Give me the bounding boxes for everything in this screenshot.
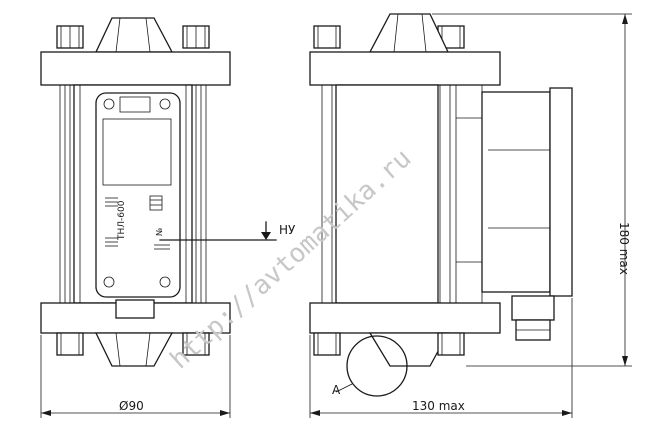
top-flange (40, 51, 231, 86)
level-mark (159, 221, 277, 241)
front-view: ТНЛ-600 № НУ Ø90 (40, 17, 296, 418)
dimension-width-left (40, 335, 231, 418)
plate-brand: ТНЛ-600 (117, 200, 127, 241)
plate-hatch-marks (105, 195, 170, 250)
plate-number: № (155, 227, 164, 236)
level-mark-label: НУ (279, 223, 296, 237)
height-label: 180 max (617, 222, 631, 275)
bottom-fitting (94, 332, 174, 367)
indicator-cover (549, 87, 573, 297)
cable-entry (511, 295, 555, 321)
detail-label: А (332, 383, 341, 397)
top-left-bolt (56, 25, 84, 49)
bottom-nozzle (115, 299, 155, 319)
width-right-label: 130 max (412, 399, 465, 413)
top-right-bolt (182, 25, 210, 49)
side-bottom-fitting (368, 332, 450, 367)
side-view: А 130 max 180 max (309, 13, 632, 418)
dimension-height (432, 13, 632, 367)
top-fitting (94, 17, 174, 53)
side-top-flange (309, 51, 501, 86)
dimension-width-right (309, 298, 573, 418)
detail-circle (346, 335, 408, 397)
name-plate (95, 92, 181, 298)
side-top-fitting (368, 13, 450, 53)
side-bottom-flange (309, 302, 501, 334)
indicator-housing (481, 91, 551, 293)
side-body (335, 84, 439, 304)
width-left-label: Ø90 (119, 399, 144, 413)
